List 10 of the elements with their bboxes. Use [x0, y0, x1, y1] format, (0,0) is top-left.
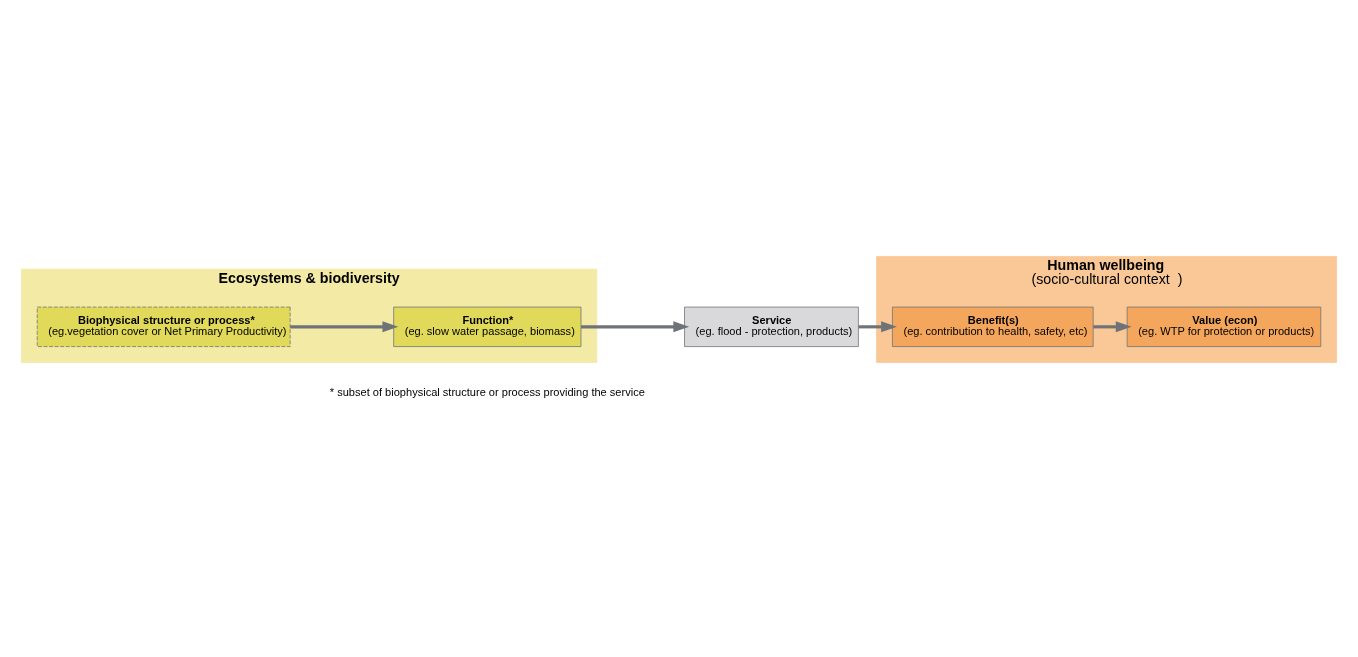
arrow: [1093, 320, 1132, 332]
arrow: [581, 320, 690, 332]
arrow: [858, 320, 897, 332]
node-box: Biophysical structure or process* (eg.vegetation cover or Net Primary Productivity): [36, 306, 291, 347]
node-box: Function* (eg. slow water passage, biomass): [393, 306, 582, 347]
node-box: Service (eg. flood - protection, products): [684, 306, 859, 347]
arrow: [290, 320, 399, 332]
label: * subset of biophysical structure or process providing the service: [329, 385, 645, 398]
node-box: Benefit(s) (eg. contribution to health, safety, etc): [892, 306, 1094, 347]
node-box: Value (econ) (eg. WTP for protection or products): [1126, 306, 1322, 347]
